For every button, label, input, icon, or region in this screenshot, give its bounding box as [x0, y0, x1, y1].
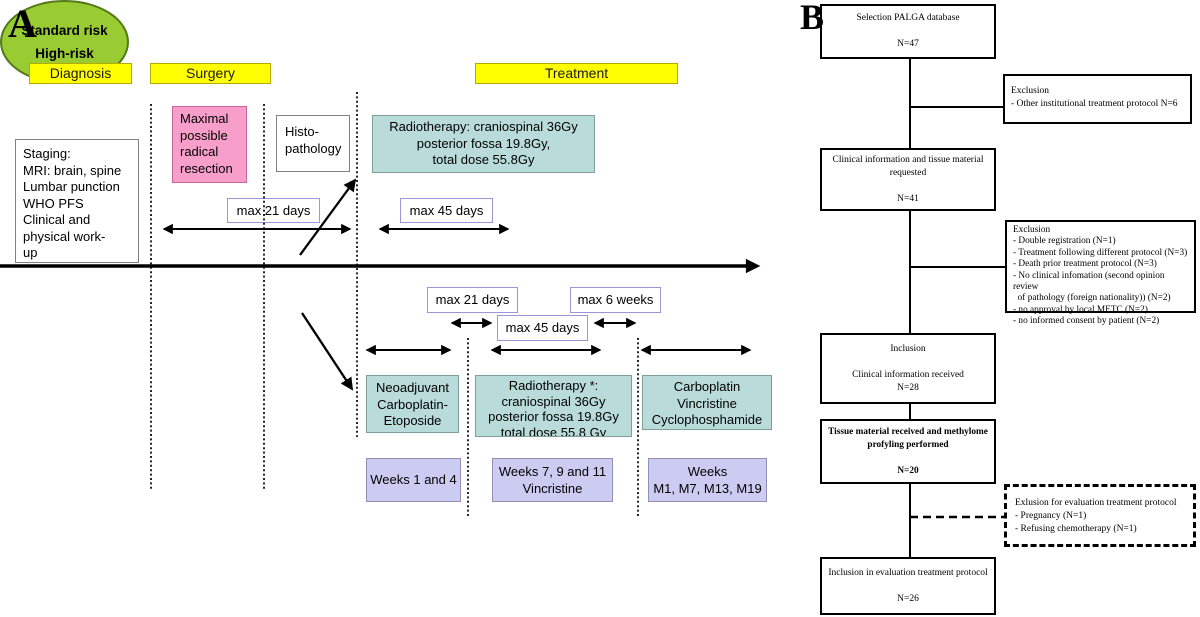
phase-header-treatment: Treatment — [475, 63, 678, 84]
histopathology-box: Histo- pathology — [276, 115, 350, 172]
flow-box-palga-selection: Selection PALGA database N=47 — [820, 4, 996, 59]
interval-max-45-days-bottom: max 45 days — [497, 315, 588, 341]
neoadjuvant-chemo-box: Neoadjuvant Carboplatin- Etoposide — [366, 375, 459, 433]
interval-max-21-days-top: max 21 days — [227, 198, 320, 223]
interval-max-45-days-top: max 45 days — [400, 198, 493, 223]
weeks-7-9-11-box: Weeks 7, 9 and 11 Vincristine — [492, 458, 613, 502]
interval-max-6-weeks: max 6 weeks — [570, 287, 661, 313]
flow-box-exclusion-2: Exclusion - Double registration (N=1) - … — [1005, 220, 1196, 326]
flow-box-inclusion-received: Inclusion Clinical information received … — [820, 333, 996, 404]
weeks-maintenance-box: Weeks M1, M7, M13, M19 — [648, 458, 767, 502]
panel-a-label: A — [8, 1, 37, 46]
standard-risk-label: Standard risk — [21, 22, 108, 38]
flow-box-tissue-methylome: Tissue material received and methylome p… — [820, 419, 996, 484]
resection-box: Maximal possible radical resection — [172, 106, 247, 183]
panel-b-label: B — [800, 0, 825, 37]
high-risk-label: High-risk — [35, 45, 94, 61]
staging-box: Staging: MRI: brain, spine Lumbar puncti… — [15, 139, 139, 263]
flow-box-exclusion-evaluation: Exlusion for evaluation treatment protoc… — [1004, 484, 1196, 547]
phase-header-diagnosis: Diagnosis — [29, 63, 132, 84]
interval-max-21-days-bottom: max 21 days — [427, 287, 518, 313]
flow-box-exclusion-1: Exclusion - Other institutional treatmen… — [1003, 74, 1192, 124]
maintenance-chemo-box: Carboplatin Vincristine Cyclophosphamide — [642, 375, 772, 430]
flow-box-information-requested: Clinical information and tissue material… — [820, 148, 996, 211]
phase-header-surgery: Surgery — [150, 63, 271, 84]
weeks-1-4-box: Weeks 1 and 4 — [366, 458, 461, 502]
radiotherapy-standard-risk-box: Radiotherapy: craniospinal 36Gy posterio… — [372, 115, 595, 173]
radiotherapy-high-risk-box: Radiotherapy *: craniospinal 36Gy poster… — [475, 375, 632, 437]
flow-box-inclusion-evaluation: Inclusion in evaluation treatment protoc… — [820, 557, 996, 615]
